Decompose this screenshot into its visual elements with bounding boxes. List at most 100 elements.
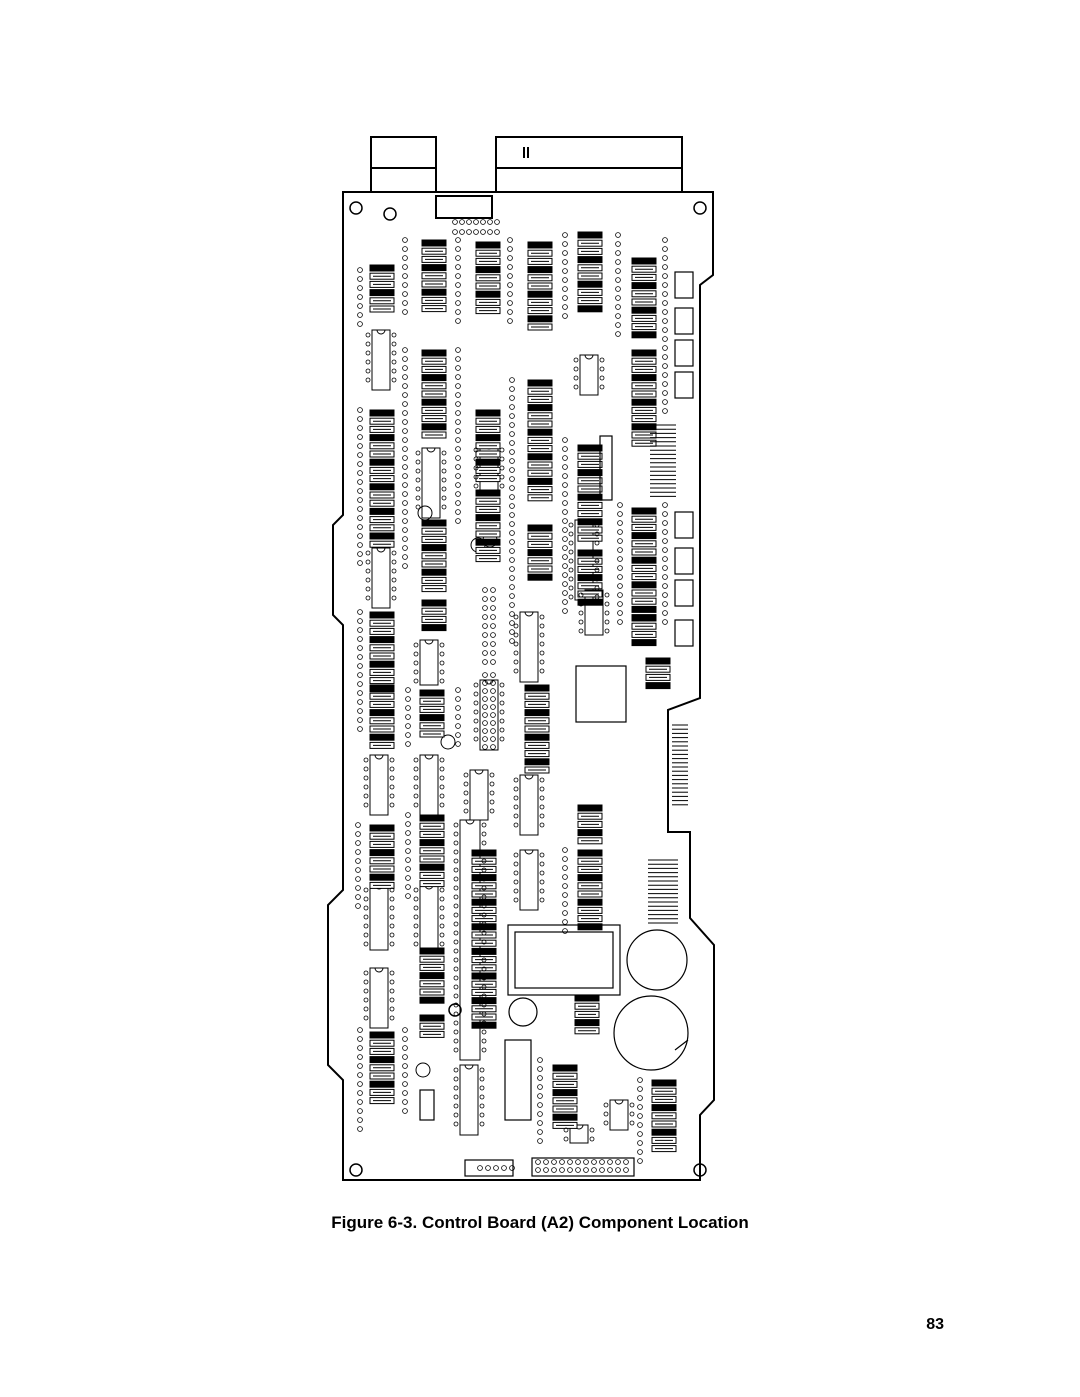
pad [562,581,568,587]
pad [402,419,408,425]
pad [363,941,369,947]
ic-notch [465,819,475,825]
pad [662,538,668,544]
mounting-hole [383,207,397,221]
pad [662,354,668,360]
pad [363,896,369,902]
pad [513,786,519,792]
pad [453,885,459,891]
pad [603,1111,609,1117]
pad [594,567,600,573]
ic-package [371,329,391,391]
pad [402,300,408,306]
pad [575,1167,581,1173]
pad [615,277,621,283]
pad [490,632,496,638]
pad [357,618,363,624]
pad [405,741,411,747]
pad [604,628,610,634]
pad [402,347,408,353]
pad [662,381,668,387]
pad [402,536,408,542]
pad [365,550,371,556]
pad [604,592,610,598]
ic-notch [464,1064,474,1070]
pad [615,295,621,301]
pad [389,923,395,929]
pad [637,1140,643,1146]
pad [481,948,487,954]
pad [513,632,519,638]
pad [573,375,579,381]
pad [402,482,408,488]
pad [357,470,363,476]
pad [662,309,668,315]
pad [402,264,408,270]
pad [365,568,371,574]
pad [415,486,421,492]
pad [509,539,515,545]
pad [455,410,461,416]
pad [507,300,513,306]
pad [509,1165,515,1171]
pad [355,822,361,828]
pad [441,504,447,510]
mounting-hole [693,201,707,215]
pad [482,680,488,686]
relay-block [674,619,694,647]
pad [662,592,668,598]
pad [562,277,568,283]
pad [413,941,419,947]
pad [357,407,363,413]
pad [459,219,465,225]
pad [413,678,419,684]
pad [617,583,623,589]
pad [402,1063,408,1069]
pad [389,914,395,920]
pad [575,1159,581,1165]
pad [355,867,361,873]
pad [413,766,419,772]
pad [439,757,445,763]
pad [499,718,505,724]
ic-notch [376,329,386,335]
pad [482,744,488,750]
pad [481,939,487,945]
pad [463,808,469,814]
pad [662,520,668,526]
pad [535,1167,541,1173]
pad [357,1063,363,1069]
pad [389,997,395,1003]
pad [402,246,408,252]
pad [594,558,600,564]
pad [568,549,574,555]
pad [513,641,519,647]
pad [389,905,395,911]
ic-notch [524,611,534,617]
pad [537,1075,543,1081]
ic-notch [426,447,436,453]
pad [539,861,545,867]
pad [455,419,461,425]
pad [662,318,668,324]
pad [365,586,371,592]
pad [539,786,545,792]
pad [413,914,419,920]
ic-notch [424,639,434,645]
pad [402,1036,408,1042]
pad [415,450,421,456]
pad [389,793,395,799]
pad [413,784,419,790]
pad [482,614,488,620]
pad [509,530,515,536]
pad [357,1099,363,1105]
pad [455,318,461,324]
pad [453,1112,459,1118]
pad [481,876,487,882]
pad [662,255,668,261]
pad [455,291,461,297]
pad [455,473,461,479]
pad [494,229,500,235]
pad [662,565,668,571]
pad [402,455,408,461]
